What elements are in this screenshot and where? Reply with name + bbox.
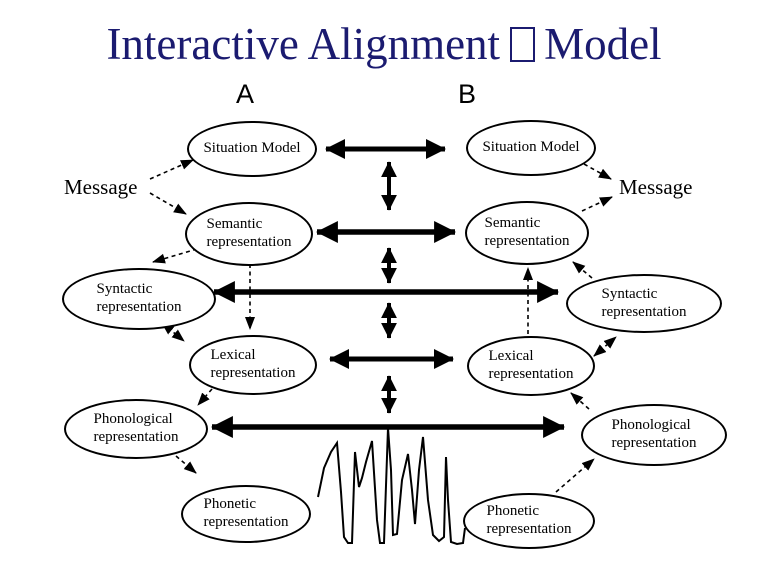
arrow-semantic-to-syntactic-a [152, 248, 198, 264]
node-label: Situation Model [482, 139, 580, 156]
node-label: Syntactic [96, 281, 153, 298]
node-label: representation [488, 366, 574, 382]
node-label: Semantic [206, 216, 263, 233]
node-label: representation [484, 233, 570, 249]
node-label: representation [611, 435, 697, 451]
node-label: Lexical [488, 348, 534, 365]
node-label: representation [210, 365, 296, 381]
speaker-b-label: B [457, 79, 476, 109]
arrow-message-to-situation-a [149, 159, 194, 180]
arrow-lexical-to-phonological-a [197, 388, 213, 406]
arrow-syntactic-lexical-b [593, 336, 617, 357]
message-label-right: Message [619, 175, 693, 199]
node-label: representation [601, 303, 687, 320]
node-label: representation [203, 514, 289, 530]
node-label: Phonological [93, 411, 173, 428]
arrow-message-to-semantic-a [149, 192, 187, 215]
speech-signal-waveform-icon [317, 427, 466, 546]
arrow-situation-to-message-b [583, 163, 612, 180]
node-label: Phonological [611, 417, 691, 434]
node-label: representation [486, 521, 572, 537]
arrow-phonetic-to-phonological-b [555, 458, 595, 493]
message-label-left: Message [64, 175, 138, 199]
slide-title: Interactive Alignment Model [0, 18, 768, 70]
node-b-situation-model: Situation Model [466, 120, 596, 176]
node-label: Situation Model [203, 140, 301, 157]
node-label: Semantic [484, 215, 541, 232]
node-label: representation [96, 299, 182, 315]
node-a-situation-model: Situation Model [187, 121, 317, 177]
node-label: Phonetic [203, 496, 257, 513]
comprehension-path-b [523, 163, 617, 493]
alignment-horizontal-arrows [210, 139, 566, 438]
speaker-a-label: A [235, 79, 254, 109]
production-path-a [149, 159, 255, 474]
arrow-syntactic-to-semantic-b [572, 261, 593, 279]
node-label: Lexical [210, 347, 256, 364]
node-label: representation [206, 234, 292, 250]
arrow-phonological-to-lexical-b [570, 392, 590, 410]
arrow-syntactic-lexical-a [161, 322, 185, 342]
missing-glyph-box-icon [510, 27, 536, 62]
arrow-semantic-to-message-b [581, 196, 613, 212]
node-label: Phonetic [486, 503, 540, 520]
node-label: Syntactic [601, 285, 658, 302]
arrow-phonological-to-phonetic-a [175, 455, 197, 474]
title-text-left: Interactive Alignment [106, 19, 501, 69]
title-text-right: Model [544, 19, 662, 69]
node-label: representation [93, 429, 179, 445]
